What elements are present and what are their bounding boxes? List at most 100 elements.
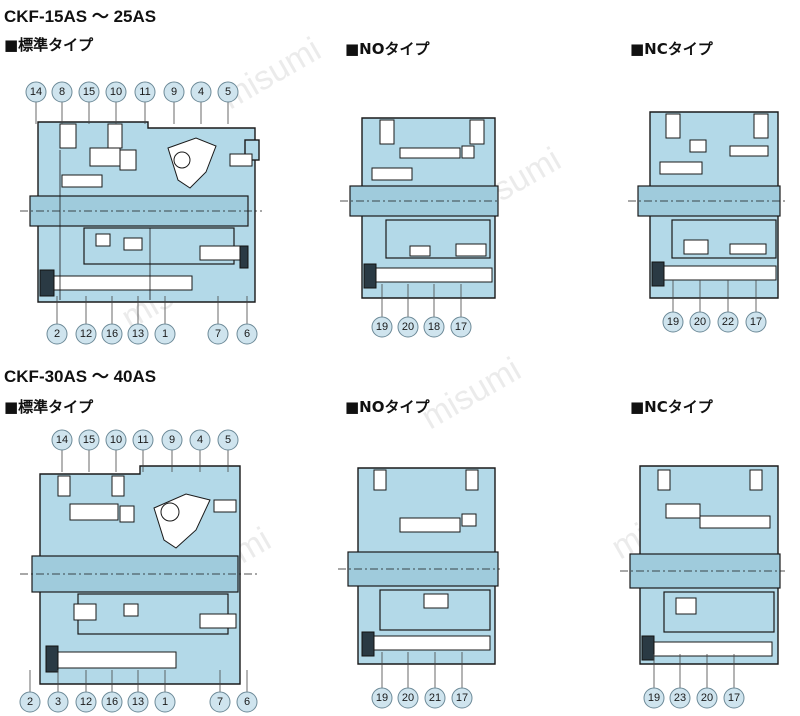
- callout-number: 1: [162, 328, 168, 340]
- callout-bubble: [161, 429, 183, 451]
- callout-bubble: [101, 691, 123, 713]
- callout-20: 20: [397, 284, 419, 338]
- callout-20: 20: [689, 280, 711, 333]
- callout-bubble: [105, 81, 127, 103]
- callout-number: 10: [110, 434, 122, 446]
- callout-number: 14: [56, 434, 68, 446]
- callout-bubble: [217, 81, 239, 103]
- callout-number: 8: [59, 86, 65, 98]
- callout-number: 3: [55, 696, 61, 708]
- callout-number: 23: [674, 692, 686, 704]
- callout-19: 19: [662, 280, 684, 333]
- callout-11: 11: [134, 81, 156, 124]
- callout-number: 12: [80, 328, 92, 340]
- callout-2: 2: [46, 296, 68, 345]
- callout-number: 9: [171, 86, 177, 98]
- callout-bubble: [134, 81, 156, 103]
- callout-bubble: [689, 311, 711, 333]
- callout-bubble: [51, 81, 73, 103]
- callout-number: 5: [225, 86, 231, 98]
- callout-number: 16: [106, 696, 118, 708]
- callout-number: 11: [139, 86, 150, 98]
- callout-number: 11: [137, 434, 148, 446]
- callout-16: 16: [101, 296, 123, 345]
- callout-bubble: [217, 429, 239, 451]
- callout-bubble: [75, 691, 97, 713]
- callout-1: 1: [154, 296, 176, 345]
- callout-6: 6: [236, 670, 258, 713]
- callout-bubble: [397, 316, 419, 338]
- callout-number: 14: [30, 86, 42, 98]
- callout-number: 15: [83, 86, 95, 98]
- callout-17: 17: [451, 652, 473, 709]
- callout-number: 17: [456, 692, 468, 704]
- callout-number: 2: [27, 696, 33, 708]
- callout-bubble: [371, 316, 393, 338]
- callout-12: 12: [75, 296, 97, 345]
- callout-number: 5: [225, 434, 231, 446]
- callout-bubble: [47, 691, 69, 713]
- section-label-top-nc: ■NCタイプ: [630, 40, 714, 58]
- series-title-bottom: CKF-30AS ～ 40AS: [4, 367, 156, 386]
- callout-bubble: [25, 81, 47, 103]
- callout-bubble: [19, 691, 41, 713]
- callout-number: 19: [667, 316, 679, 328]
- callout-number: 7: [215, 328, 221, 340]
- callout-number: 18: [428, 321, 440, 333]
- callout-7: 7: [207, 296, 229, 345]
- callout-5: 5: [217, 81, 239, 124]
- bottom-no-drawing: [338, 467, 500, 665]
- section-label-bottom-no: ■NOタイプ: [345, 398, 430, 416]
- callout-bubble: [745, 311, 767, 333]
- section-label-bottom-standard: ■標準タイプ: [4, 398, 94, 416]
- callout-bubble: [669, 687, 691, 709]
- callout-bubble: [163, 81, 185, 103]
- callout-1: 1: [154, 670, 176, 713]
- callout-number: 7: [217, 696, 223, 708]
- callout-bubble: [209, 691, 231, 713]
- callout-18: 18: [423, 284, 445, 338]
- callout-bubble: [105, 429, 127, 451]
- callout-number: 22: [722, 316, 734, 328]
- callout-19: 19: [643, 654, 665, 709]
- callout-number: 6: [244, 328, 250, 340]
- callout-number: 20: [694, 316, 706, 328]
- callout-bubble: [236, 323, 258, 345]
- callout-13: 13: [127, 670, 149, 713]
- callout-bubble: [696, 687, 718, 709]
- bottom-nc-drawing: [620, 465, 785, 665]
- callout-bubble: [127, 691, 149, 713]
- callout-17: 17: [745, 280, 767, 333]
- callout-number: 2: [54, 328, 60, 340]
- callout-number: 15: [83, 434, 95, 446]
- callout-9: 9: [163, 81, 185, 124]
- callout-3: 3: [47, 670, 69, 713]
- callout-number: 13: [132, 328, 144, 340]
- callout-19: 19: [371, 284, 393, 338]
- callout-bubble: [450, 316, 472, 338]
- callout-number: 20: [402, 321, 414, 333]
- callout-7: 7: [209, 670, 231, 713]
- callout-20: 20: [397, 652, 419, 709]
- top-nc-drawing: [628, 111, 785, 299]
- callout-20: 20: [696, 654, 718, 709]
- callout-number: 21: [429, 692, 441, 704]
- top-no-drawing: [340, 117, 500, 299]
- callout-number: 6: [244, 696, 250, 708]
- callout-11: 11: [132, 429, 154, 472]
- callout-bubble: [723, 687, 745, 709]
- callout-21: 21: [424, 652, 446, 709]
- callout-bubble: [154, 691, 176, 713]
- callout-15: 15: [78, 81, 100, 124]
- callout-bubble: [78, 429, 100, 451]
- callout-bubble: [424, 687, 446, 709]
- callout-number: 13: [132, 696, 144, 708]
- callout-bubble: [75, 323, 97, 345]
- callout-bubble: [46, 323, 68, 345]
- callout-number: 17: [728, 692, 740, 704]
- top-standard-drawing: [20, 121, 262, 303]
- callout-bubble: [189, 429, 211, 451]
- callout-bubble: [127, 323, 149, 345]
